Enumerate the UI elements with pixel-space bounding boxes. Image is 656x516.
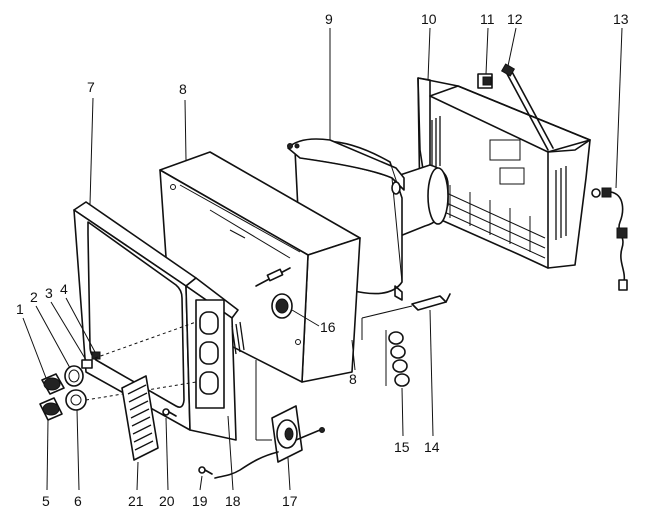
callout-6: 6 bbox=[74, 493, 82, 509]
callout-10: 10 bbox=[421, 11, 437, 27]
speaker-grille bbox=[121, 375, 159, 461]
callout-21: 21 bbox=[128, 493, 144, 509]
callout-14: 14 bbox=[424, 439, 440, 455]
power-cord bbox=[591, 187, 628, 291]
callout-11: 11 bbox=[480, 11, 495, 27]
knob-1 bbox=[41, 373, 65, 395]
callout-4: 4 bbox=[60, 281, 68, 297]
callout-8: 8 bbox=[179, 81, 187, 97]
callout-17: 17 bbox=[282, 493, 298, 509]
knob-shaft-4 bbox=[91, 351, 101, 360]
callout-18: 18 bbox=[225, 493, 241, 509]
callout-16: 16 bbox=[320, 319, 336, 335]
pushbuttons bbox=[385, 330, 410, 387]
screw-20 bbox=[162, 408, 177, 417]
callout-13: 13 bbox=[613, 11, 629, 27]
callout-labels: 1 2 3 4 5 6 7 8 8 9 10 11 12 13 14 15 16… bbox=[16, 11, 629, 509]
knob-shaft-3 bbox=[81, 359, 93, 369]
antenna-bracket bbox=[477, 73, 493, 89]
callout-8-lower: 8 bbox=[349, 371, 357, 387]
callout-12: 12 bbox=[507, 11, 523, 27]
callout-19: 19 bbox=[192, 493, 208, 509]
callout-20: 20 bbox=[159, 493, 175, 509]
front-bezel bbox=[73, 201, 245, 441]
callout-3: 3 bbox=[45, 285, 53, 301]
callout-5: 5 bbox=[42, 493, 50, 509]
knob-2 bbox=[64, 365, 84, 387]
callout-15: 15 bbox=[394, 439, 410, 455]
callout-9: 9 bbox=[325, 11, 333, 27]
callout-1: 1 bbox=[16, 301, 24, 317]
knob-5 bbox=[39, 397, 63, 421]
speaker bbox=[214, 360, 325, 479]
leader-lines bbox=[22, 27, 623, 491]
channel-selector bbox=[255, 267, 293, 319]
back-cover bbox=[417, 77, 591, 269]
callout-2: 2 bbox=[30, 289, 38, 305]
antenna bbox=[500, 63, 554, 151]
cabinet bbox=[159, 151, 361, 383]
control-bracket bbox=[361, 293, 451, 340]
callout-7: 7 bbox=[87, 79, 95, 95]
knob-6 bbox=[65, 389, 87, 411]
screw-19 bbox=[198, 466, 213, 475]
